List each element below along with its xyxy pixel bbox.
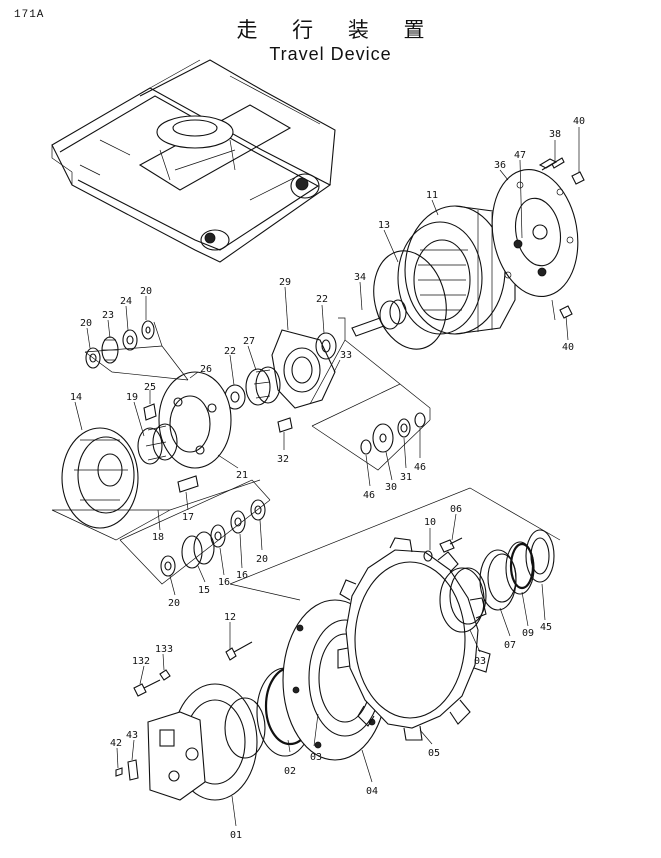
callout-46-b: 46: [363, 490, 375, 501]
floating-seal-09: [505, 541, 535, 595]
callout-19: 19: [126, 392, 138, 403]
callout-20-c: 20: [168, 598, 180, 609]
callout-16-b: 16: [236, 570, 248, 581]
washer-20-c: [160, 555, 176, 577]
ring-07: [479, 549, 517, 611]
callout-01: 01: [230, 830, 242, 841]
callout-27: 27: [243, 336, 255, 347]
callout-21: 21: [236, 470, 248, 481]
callout-11: 11: [426, 190, 438, 201]
bearing-31: [397, 418, 411, 438]
callout-labels: 40 38 47 36 11 13 34 40 29 22 20 24 23 2…: [70, 116, 585, 841]
bearing-24: [122, 329, 138, 351]
gear-30: [372, 423, 394, 453]
plug-40-bottom: [559, 305, 573, 319]
callout-47: 47: [514, 150, 526, 161]
callout-34: 34: [354, 272, 366, 283]
leader-lines: [74, 127, 580, 827]
callout-07: 07: [504, 640, 516, 651]
callout-16: 16: [218, 577, 230, 588]
gear-19: [137, 423, 178, 465]
callout-03: 03: [474, 656, 486, 667]
pin-32: [277, 417, 293, 433]
callout-133: 133: [155, 644, 173, 655]
plug-133: [159, 669, 171, 681]
callout-36: 36: [494, 160, 506, 171]
bolt-06: [439, 537, 463, 553]
callout-24: 24: [120, 296, 132, 307]
bearing-16-a: [210, 524, 226, 548]
callout-45: 45: [540, 622, 552, 633]
callout-13: 13: [378, 220, 390, 231]
callout-20-d: 20: [256, 554, 268, 565]
thrust-washer-46-left: [360, 439, 372, 455]
callout-20: 20: [140, 286, 152, 297]
thrust-washer-46-right: [414, 412, 426, 428]
shaft-34: [351, 299, 407, 337]
nameplate-43: [127, 759, 139, 781]
undercarriage-overview: [51, 59, 336, 263]
callout-29: 29: [279, 277, 291, 288]
callout-46: 46: [414, 462, 426, 473]
callout-25: 25: [144, 382, 156, 393]
callout-18: 18: [152, 532, 164, 543]
callout-22-b: 22: [224, 346, 236, 357]
callout-14: 14: [70, 392, 82, 403]
callout-40: 40: [573, 116, 585, 127]
callout-22: 22: [316, 294, 328, 305]
callout-32: 32: [277, 454, 289, 465]
cover-36: [491, 169, 579, 297]
gear-ring-14: [61, 427, 139, 529]
callout-40-lower: 40: [562, 342, 574, 353]
callout-05: 05: [428, 748, 440, 759]
washer-20-d: [250, 499, 266, 521]
carrier-21: [158, 371, 232, 469]
callout-06: 06: [450, 504, 462, 515]
washer-10: [423, 550, 433, 562]
washer-22-upper: [315, 332, 337, 360]
title-english: Travel Device: [269, 44, 392, 64]
page-code: 171A: [14, 9, 45, 21]
callout-38: 38: [549, 129, 561, 140]
plug-40-top: [571, 171, 585, 185]
callout-17: 17: [182, 512, 194, 523]
callout-23: 23: [102, 310, 114, 321]
callout-33: 33: [340, 350, 352, 361]
gear-27: [245, 366, 281, 406]
callout-09: 09: [522, 628, 534, 639]
pin-17: [177, 475, 199, 493]
washer-20-b: [141, 320, 155, 340]
bearing-16-b: [230, 510, 246, 534]
gear-15: [181, 531, 215, 569]
callout-04: 04: [366, 786, 378, 797]
callout-31: 31: [400, 472, 412, 483]
callout-20-b: 20: [80, 318, 92, 329]
callout-12: 12: [224, 612, 236, 623]
washer-20-a: [85, 347, 101, 369]
bolt-38: [538, 157, 565, 171]
callout-26: 26: [200, 364, 212, 375]
callout-42: 42: [110, 738, 122, 749]
callout-132: 132: [132, 656, 150, 667]
callout-30: 30: [385, 482, 397, 493]
title-japanese: 走 行 装 置: [236, 18, 439, 42]
pin-25: [143, 403, 157, 421]
callout-02: 02: [284, 766, 296, 777]
rivet-42: [115, 767, 123, 777]
o-ring-13: [373, 250, 447, 350]
callout-10: 10: [424, 517, 436, 528]
seal-45: [525, 529, 555, 583]
motor-01: [147, 683, 266, 801]
carrier-29: [271, 329, 336, 409]
callout-15: 15: [198, 585, 210, 596]
callout-43: 43: [126, 730, 138, 741]
callout-03-b: 03: [310, 752, 322, 763]
bolt-132: [133, 679, 161, 697]
